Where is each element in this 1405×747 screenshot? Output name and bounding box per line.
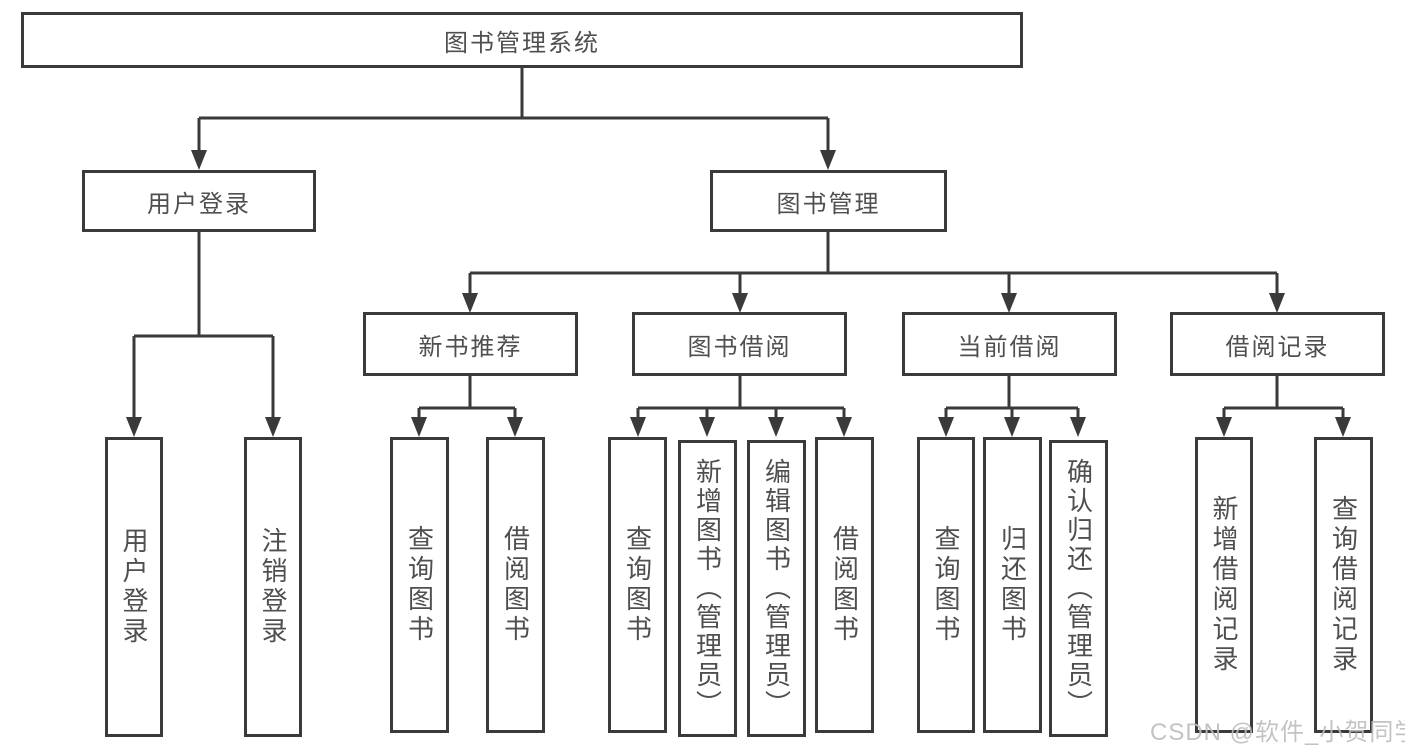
leaf-query-borrow-record: 查询借阅记录: [1314, 437, 1373, 733]
node-library-management-system: 图书管理系统: [21, 12, 1023, 68]
node-label: 查询借阅记录: [1328, 495, 1359, 675]
csdn-watermark: CSDN @软件_小贺同学: [1150, 719, 1405, 746]
node-label: 查询图书: [622, 525, 653, 645]
node-label: 借阅记录: [1225, 333, 1330, 361]
node-label: 借阅图书: [829, 525, 860, 645]
leaf-return-books: 归还图书: [983, 437, 1042, 733]
node-label: 编辑图书（管理员）: [761, 458, 792, 719]
node-label: 注销登录: [258, 527, 288, 647]
leaf-query-books-borrowing: 查询图书: [608, 437, 667, 733]
node-user-login: 用户登录: [82, 170, 316, 232]
node-label: 查询图书: [404, 525, 435, 645]
node-label: 图书管理: [776, 190, 881, 218]
node-label: 用户登录: [147, 190, 251, 218]
node-current-borrowing: 当前借阅: [902, 312, 1117, 376]
node-label: 当前借阅: [957, 333, 1062, 361]
leaf-borrow-books-borrowing: 借阅图书: [815, 437, 874, 733]
leaf-edit-books-admin: 编辑图书（管理员）: [747, 440, 806, 737]
node-label: 归还图书: [997, 525, 1028, 645]
node-new-book-recommend: 新书推荐: [363, 312, 578, 376]
leaf-add-books-admin: 新增图书（管理员）: [678, 440, 737, 737]
node-label: 新增借阅记录: [1209, 495, 1239, 675]
leaf-query-books-current: 查询图书: [917, 437, 975, 733]
node-label: 图书管理系统: [444, 29, 600, 57]
leaf-add-borrow-record: 新增借阅记录: [1195, 437, 1253, 733]
node-book-borrowing: 图书借阅: [632, 312, 847, 376]
node-label: 借阅图书: [500, 525, 531, 645]
node-label: 用户登录: [119, 527, 149, 647]
node-label: 查询图书: [931, 525, 961, 645]
arrowheads: [126, 150, 1351, 437]
leaf-confirm-return-admin: 确认归还（管理员）: [1049, 440, 1108, 737]
node-label: 图书借阅: [687, 333, 792, 361]
node-borrowing-records: 借阅记录: [1170, 312, 1385, 376]
node-label: 确认归还（管理员）: [1063, 458, 1094, 719]
tree-edges: [132, 68, 1345, 419]
leaf-logout: 注销登录: [244, 437, 302, 737]
leaf-query-books-recommend: 查询图书: [390, 437, 449, 733]
node-label: 新增图书（管理员）: [692, 458, 723, 719]
node-label: 新书推荐: [418, 333, 523, 361]
node-book-management: 图书管理: [710, 170, 947, 232]
leaf-user-login: 用户登录: [105, 437, 163, 737]
leaf-borrow-books-recommend: 借阅图书: [486, 437, 545, 733]
